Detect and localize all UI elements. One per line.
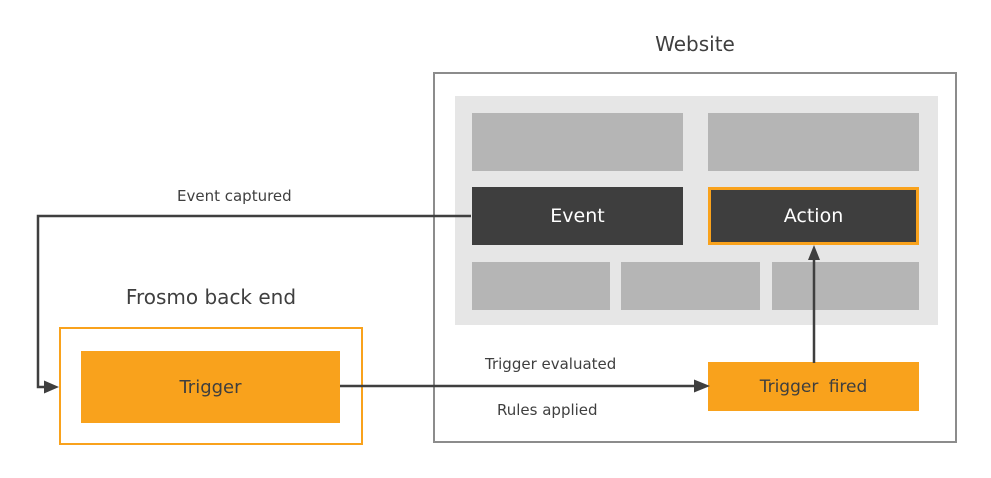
event-box: Event <box>472 187 683 245</box>
trigger-fired-box: Trigger fired <box>708 362 919 411</box>
placeholder-block <box>472 113 683 171</box>
frosmo-backend-title: Frosmo back end <box>125 285 297 309</box>
website-title: Website <box>655 32 735 56</box>
action-box: Action <box>708 187 919 245</box>
rules-applied-label: Rules applied <box>497 401 598 419</box>
event-captured-arrowhead <box>44 380 59 394</box>
trigger-box-label: Trigger <box>179 376 242 398</box>
placeholder-block <box>621 262 760 310</box>
trigger-evaluated-label: Trigger evaluated <box>485 355 617 373</box>
trigger-fired-label: Trigger fired <box>759 376 868 397</box>
placeholder-block <box>708 113 919 171</box>
event-captured-label: Event captured <box>177 187 292 205</box>
action-box-label: Action <box>783 205 844 227</box>
placeholder-block <box>472 262 610 310</box>
event-box-label: Event <box>550 205 605 227</box>
trigger-box: Trigger <box>81 351 340 423</box>
placeholder-block <box>772 262 919 310</box>
